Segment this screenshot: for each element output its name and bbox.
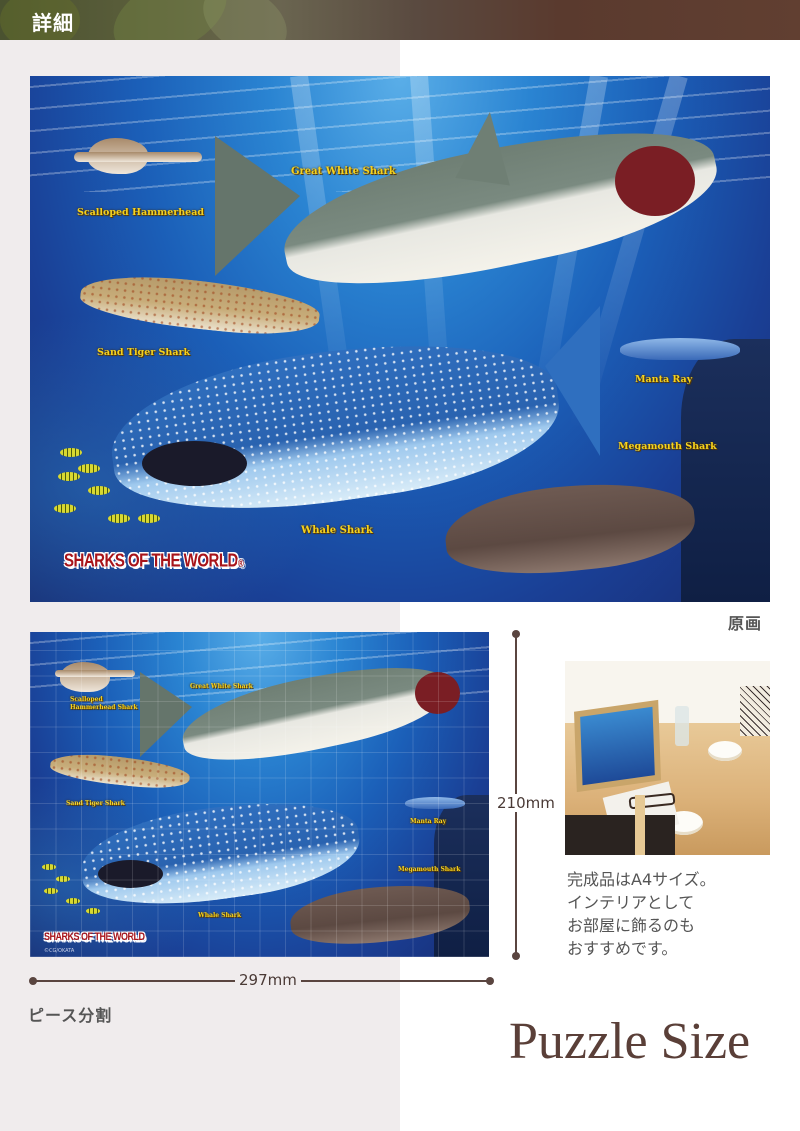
hammerhead-head-illustration <box>55 670 135 677</box>
description-line: インテリアとして <box>567 893 695 912</box>
hammerhead-shark-illustration <box>60 662 110 692</box>
puzzle-label-great-white-shark: Great White Shark <box>190 683 253 690</box>
puzzle-label-megamouth-shark: Megamouth Shark <box>398 866 460 873</box>
puzzle-piece-grid <box>30 632 489 957</box>
megamouth-shark-illustration <box>441 473 699 584</box>
cushion <box>740 686 770 736</box>
whale-shark-tail <box>545 306 600 456</box>
tea-cup <box>708 741 742 761</box>
great-white-tail <box>140 672 192 757</box>
puzzle-sharks-of-the-world-logo: SHARKS OF THE WORLD <box>44 930 145 943</box>
header-leaf-decoration <box>191 0 299 40</box>
copyright-text: ©CG/OKATA <box>44 948 74 954</box>
label-sand-tiger-shark: Sand Tiger Shark <box>97 347 191 358</box>
yellow-fish <box>44 888 58 894</box>
great-white-dorsal-fin <box>455 108 520 186</box>
description-line: 完成品はA4サイズ。 <box>567 870 716 889</box>
yellow-fish <box>66 898 80 904</box>
piece-division-caption: ピース分割 <box>28 1006 113 1025</box>
description-line: お部屋に飾るのも <box>567 916 696 935</box>
great-white-mouth <box>615 146 695 216</box>
puzzle-label-scalloped-hammerhead: Scalloped Hammerhead Shark <box>70 696 150 712</box>
description-line: おすすめです。 <box>567 939 678 958</box>
great-white-mouth <box>415 672 460 714</box>
chair-rail <box>635 795 645 855</box>
sharks-of-the-world-logo: SHARKS OF THE WORLD® <box>64 550 244 572</box>
dimension-endpoint-dot <box>512 952 520 960</box>
header-leaf-decoration <box>0 0 80 40</box>
yellow-fish <box>58 472 80 481</box>
label-manta-ray: Manta Ray <box>635 374 693 385</box>
yellow-fish <box>42 864 56 870</box>
dimension-endpoint-dot <box>486 977 494 985</box>
yellow-fish <box>88 486 110 495</box>
puzzle-label-sand-tiger-shark: Sand Tiger Shark <box>66 800 125 807</box>
room-photo-description: 完成品はA4サイズ。 インテリアとして お部屋に飾るのも おすすめです。 <box>567 868 767 960</box>
hammerhead-head-illustration <box>74 152 202 162</box>
original-artwork-image: Scalloped Hammerhead Great White Shark S… <box>30 76 770 602</box>
header-title: 詳細 <box>32 11 74 35</box>
manta-ray-illustration <box>620 338 740 360</box>
height-dimension-label: 210mm <box>495 794 557 812</box>
framed-puzzle-art <box>580 706 655 786</box>
yellow-fish <box>60 448 82 457</box>
label-scalloped-hammerhead: Scalloped Hammerhead <box>77 207 205 218</box>
yellow-fish <box>54 504 76 513</box>
section-header: 詳細 <box>0 0 800 40</box>
puzzle-size-title: Puzzle Size <box>509 1013 751 1070</box>
dimension-endpoint-dot <box>512 630 520 638</box>
yellow-fish <box>78 464 100 473</box>
great-white-tail <box>215 136 300 276</box>
label-great-white-shark: Great White Shark <box>291 166 396 177</box>
puzzle-label-whale-shark: Whale Shark <box>198 912 241 919</box>
puzzle-preview-image: Scalloped Hammerhead Shark Great White S… <box>30 632 489 957</box>
flower-vase <box>675 706 689 746</box>
manta-ray-illustration <box>405 797 465 809</box>
original-artwork-caption: 原画 <box>728 614 763 633</box>
chair <box>565 815 675 855</box>
puzzle-label-manta-ray: Manta Ray <box>410 818 446 825</box>
yellow-fish <box>56 876 70 882</box>
whale-shark-mouth <box>142 441 247 486</box>
dimension-endpoint-dot <box>29 977 37 985</box>
rock <box>681 339 770 602</box>
label-megamouth-shark: Megamouth Shark <box>618 441 717 452</box>
width-dimension-label: 297mm <box>235 971 301 989</box>
room-interior-photo <box>565 661 770 855</box>
yellow-fish <box>86 908 100 914</box>
label-whale-shark: Whale Shark <box>301 525 373 536</box>
yellow-fish <box>108 514 130 523</box>
yellow-fish <box>138 514 160 523</box>
whale-shark-mouth <box>98 860 163 888</box>
framed-puzzle <box>574 699 661 793</box>
